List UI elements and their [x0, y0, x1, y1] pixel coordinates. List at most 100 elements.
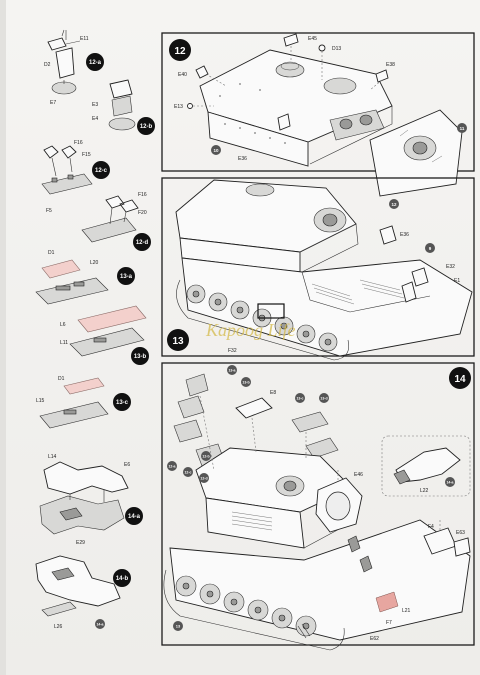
part-d13: [318, 44, 326, 52]
badge-13b: 13-b: [131, 347, 149, 365]
ref-12d-14: 12-d: [199, 473, 209, 483]
superstructure-step12: E45 D13 E40 E38 E13 E36: [174, 33, 463, 197]
ref-10: 10: [211, 145, 221, 155]
part-e40: [195, 65, 209, 79]
substep-13a-drawing: D1 L20: [35, 250, 109, 305]
label-l20: L20: [90, 260, 99, 266]
part-e11: [47, 37, 67, 51]
part-e1: [401, 281, 417, 303]
label-f16-top: F16: [74, 140, 83, 146]
badge-12c-label: 12-c: [95, 168, 108, 174]
badge-13b-label: 13-b: [134, 354, 147, 360]
ref-12c-14: 12-c: [183, 467, 193, 477]
ref-11-label: 11: [460, 126, 465, 131]
substep-12b-drawing: E3 E4: [92, 79, 136, 131]
ref-13d-14-label: 13-d: [320, 397, 327, 401]
label-l14: L14: [48, 454, 57, 460]
part-e38: [375, 69, 389, 83]
label-e32: E32: [446, 264, 455, 270]
substep-12a-drawing: E11 D2 E7: [44, 29, 89, 106]
label-e6: E6: [124, 462, 130, 468]
part-l14-bracket: [43, 461, 129, 495]
label-e8: E8: [270, 390, 276, 396]
badge-12b-label: 12-b: [140, 124, 153, 130]
substep-12c-drawing: F16 F15 F5: [41, 140, 93, 214]
part-e45: [283, 33, 299, 47]
part-e8: [235, 397, 273, 419]
label-f32: F32: [228, 348, 237, 354]
label-e36-12: E36: [238, 156, 247, 162]
label-d13: D13: [332, 46, 341, 52]
badge-12a: 12-a: [86, 53, 104, 71]
label-e4: E4: [92, 116, 98, 122]
label-e11: E11: [80, 36, 89, 42]
subassy-13a-part: [185, 373, 209, 397]
ref-12b-14-label: 12-b: [202, 455, 209, 459]
ref-12a-14: 12-a: [167, 461, 177, 471]
label-d1-13c: D1: [58, 376, 65, 382]
part-e36-13: [379, 225, 397, 245]
label-l11: L11: [60, 340, 68, 346]
step-14-badge: 14: [449, 367, 471, 389]
label-e13: E13: [174, 104, 183, 110]
part-f16-clips: [43, 145, 77, 159]
badge-13c: 13-c: [113, 393, 131, 411]
label-l6: L6: [60, 322, 66, 328]
substep-14a-drawing: L14 E6 E29: [39, 454, 130, 546]
ref-12b-14: 12-b: [201, 451, 211, 461]
ref-9: 9: [425, 243, 435, 253]
part-e32: [411, 267, 429, 287]
ref-13c-14-label: 13-c: [296, 397, 303, 401]
step-12-badge: 12: [169, 39, 191, 61]
part-e63: [453, 537, 471, 557]
badge-13a-label: 13-a: [120, 274, 133, 280]
panel-step-13: [161, 177, 475, 357]
label-d2: D2: [44, 62, 51, 68]
ref-14a-inset-label: 14-a: [446, 481, 453, 485]
label-e29: E29: [76, 540, 85, 546]
hull-14: [169, 519, 471, 641]
part-12d-plate: [81, 217, 137, 243]
step-13-badge: 13: [167, 329, 189, 351]
label-f7: F7: [386, 620, 392, 626]
label-f5: F5: [46, 208, 52, 214]
badge-12b: 12-b: [137, 117, 155, 135]
label-e62: E62: [370, 636, 379, 642]
step-12-number: 12: [174, 46, 186, 57]
label-e7: E7: [50, 100, 56, 106]
ref-13-in-14-label: 13: [176, 624, 181, 629]
label-e36-13: E36: [400, 232, 409, 238]
part-12b-base: [108, 117, 136, 131]
ref-11: 11: [457, 123, 467, 133]
part-e36-12: [277, 113, 291, 131]
part-l15-plate: [39, 401, 109, 429]
part-l6-clear: [77, 305, 147, 333]
label-e38: E38: [386, 62, 395, 68]
part-f7: [375, 591, 399, 613]
part-f16-clips-2: [105, 195, 139, 213]
part-l11-plate: [69, 327, 145, 357]
badge-14b-label: 14-b: [116, 576, 129, 582]
ref-13-in-14: 13: [173, 621, 183, 631]
label-l21: L21: [402, 608, 411, 614]
hatch-ring: [323, 77, 357, 95]
part-d1-13c: [63, 377, 105, 395]
part-l20-plate: [35, 277, 109, 305]
ref-13a-14: 13-a: [227, 365, 237, 375]
tank-hull-step13: E36 E32 E1 F32: [175, 179, 473, 361]
badge-13c-label: 13-c: [116, 400, 129, 406]
label-f20: F20: [138, 210, 147, 216]
label-e46: E46: [354, 472, 363, 478]
ref-12a-14-label: 12-a: [168, 465, 175, 469]
part-f5-plate: [41, 173, 93, 195]
badge-12c: 12-c: [92, 161, 110, 179]
badge-12a-circle: [86, 53, 104, 71]
ref-12-in-13: 12: [389, 199, 399, 209]
label-l26: L26: [54, 624, 63, 630]
substep-13c-drawing: D1 L15: [36, 376, 109, 429]
label-l15: L15: [36, 398, 45, 404]
badge-12d-label: 12-d: [136, 240, 149, 246]
label-f16-lower: F16: [138, 192, 147, 198]
ref-14a-inset: 14-a: [445, 477, 455, 487]
